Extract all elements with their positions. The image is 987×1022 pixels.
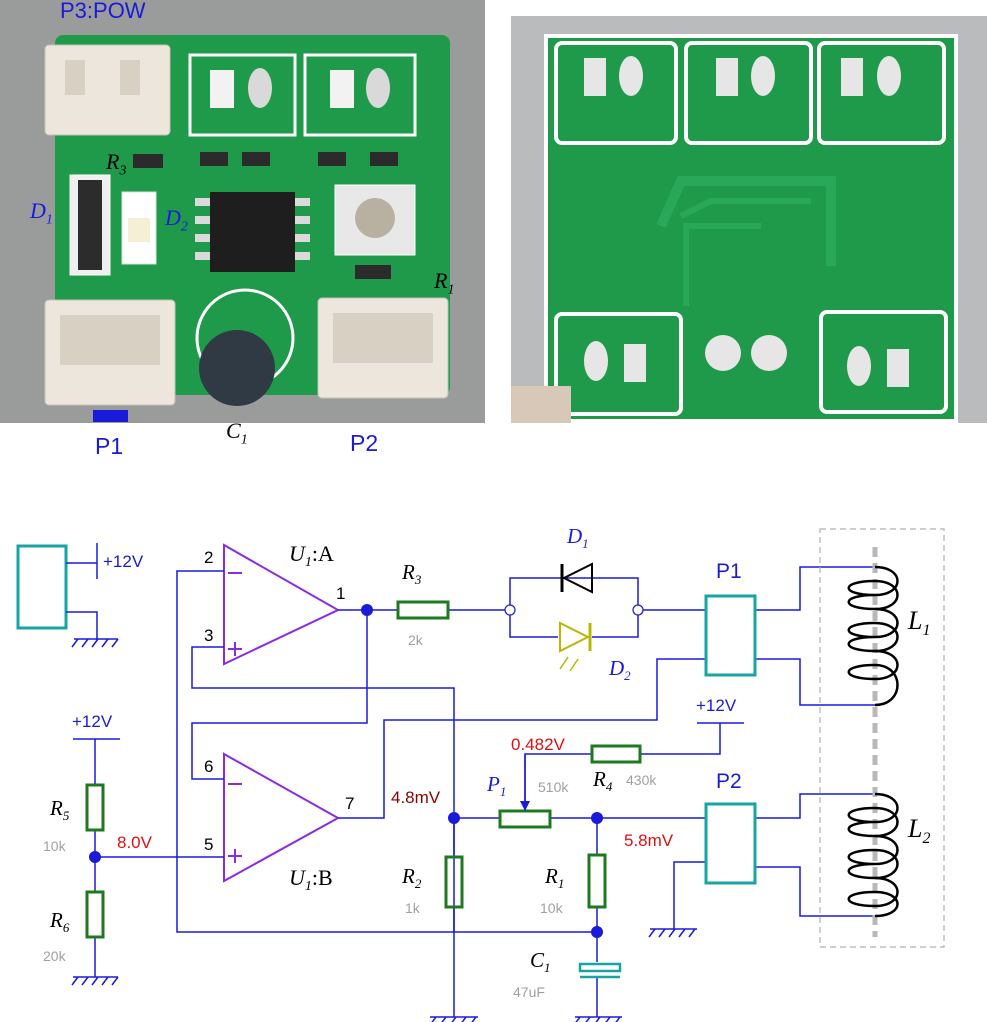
label-vcc-right: +12V [696, 696, 737, 715]
connector-p3 [44, 44, 171, 136]
label-d2-photo: D2 [165, 205, 188, 235]
label-p1-photo: P1 [95, 433, 124, 459]
coil-l2 [847, 792, 899, 918]
coil-enclosure [819, 528, 945, 948]
value-r6: 20k [43, 948, 67, 964]
label-r1-photo: R1 [434, 268, 455, 298]
label-r1: R1 [544, 864, 564, 891]
pcb-front-photo [0, 0, 485, 423]
opamp-u1b [223, 752, 341, 883]
label-p3-pow: P3:POW [60, 0, 146, 23]
label-r2: R2 [401, 864, 422, 891]
label-p1: P1 [716, 560, 742, 583]
voltage-node5: 8.0V [117, 833, 153, 852]
label-l2: L2 [907, 814, 930, 847]
label-p2-photo: P2 [350, 430, 379, 456]
label-d2: D2 [608, 656, 631, 683]
label-u1a: U1:A [289, 541, 334, 570]
pin-7: 7 [345, 794, 354, 813]
ground-symbols [71, 928, 697, 1022]
voltage-node7: 4.8mV [391, 788, 441, 807]
label-l1: L1 [907, 606, 930, 639]
diode-d1 [558, 562, 593, 594]
pin-5: 5 [204, 835, 213, 854]
value-r1: 10k [540, 900, 564, 916]
label-r4: R4 [592, 767, 613, 794]
value-r4: 430k [626, 772, 657, 788]
label-d1-photo: D1 [30, 198, 53, 228]
label-c1: C1 [530, 948, 551, 975]
label-u1b: U1:B [289, 865, 333, 894]
pcb-back-illustration [511, 16, 987, 423]
label-r5: R5 [49, 796, 70, 823]
p1-marker [93, 410, 128, 422]
connector-p1-symbol [704, 594, 757, 677]
coil-l1 [847, 565, 899, 707]
led-d2 [559, 621, 592, 672]
label-pot-p1: P1 [486, 772, 506, 799]
label-vcc-top: +12V [103, 552, 144, 571]
pin-6: 6 [204, 757, 213, 776]
label-r6: R6 [49, 908, 70, 935]
voltage-wiper: 0.482V [511, 735, 566, 754]
connector-p2-symbol [704, 802, 757, 885]
value-pot-p1: 510k [538, 779, 569, 795]
label-c1-photo: C1 [226, 418, 248, 448]
value-r2: 1k [405, 900, 421, 916]
pin-3: 3 [204, 626, 213, 645]
value-r5: 10k [43, 838, 67, 854]
capacitor-c1 [199, 330, 275, 406]
power-connector [16, 544, 68, 630]
label-vcc-left: +12V [72, 712, 113, 731]
schematic: +12V U1:A U1:B 2 3 1 6 5 7 R3 2k D1 D2 P… [16, 524, 945, 1022]
pcb-back-photo [511, 16, 987, 423]
label-p2: P2 [716, 770, 742, 793]
value-c1: 47uF [513, 984, 545, 1000]
pcb-front-illustration [0, 0, 485, 423]
opamp-u1a [223, 543, 341, 666]
label-d1: D1 [566, 524, 589, 551]
label-r3: R3 [401, 560, 422, 587]
pin-2: 2 [204, 548, 213, 567]
opamp-ic [210, 192, 295, 272]
value-r3: 2k [408, 632, 424, 648]
label-r3-photo: R3 [106, 149, 127, 179]
voltage-node-r1: 5.8mV [624, 831, 674, 850]
pin-1: 1 [336, 584, 345, 603]
